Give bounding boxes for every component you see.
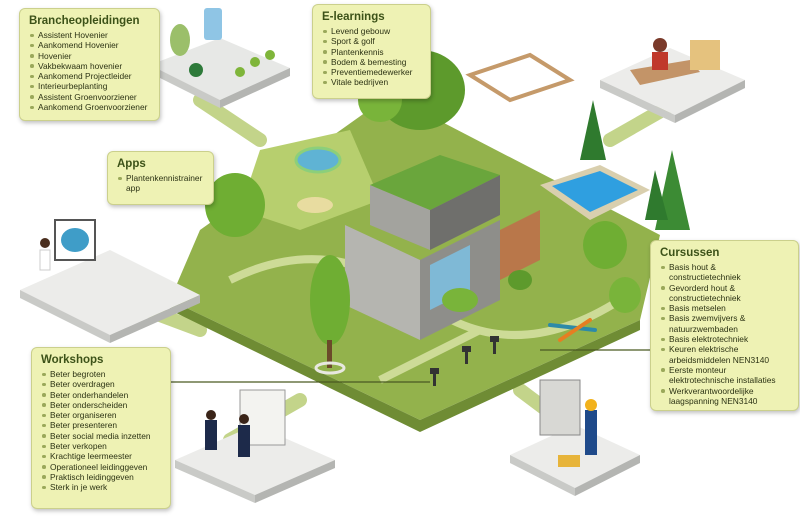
garden-lamps (430, 336, 499, 386)
list-item[interactable]: Basis metselen (660, 303, 790, 313)
list-item[interactable]: Assistent Groenvoorziener (29, 92, 151, 102)
list-item[interactable]: Preventiemedewerker (322, 67, 422, 77)
list-item[interactable]: Werkverantwoordelijke laagspanning NEN31… (660, 386, 790, 407)
list-item[interactable]: Aankomend Hovenier (29, 40, 151, 50)
list-item[interactable]: Beter social media inzetten (41, 431, 162, 441)
lawn (240, 130, 380, 230)
list-item[interactable]: Vakbekwaam hovenier (29, 61, 151, 71)
list-item[interactable]: Beter overdragen (41, 379, 162, 389)
list-item[interactable]: Sport & golf (322, 36, 422, 46)
workshops-title: Workshops (41, 354, 104, 366)
list-item[interactable]: Aankomend Projectleider (29, 71, 151, 81)
list-item[interactable]: Keuren elektrische arbeidsmiddelen NEN31… (660, 344, 790, 365)
list-item[interactable]: Krachtige leermeester (41, 451, 162, 461)
list-item[interactable]: Beter verkopen (41, 441, 162, 451)
cursussen-list: Basis hout & constructietechniek Gevorde… (660, 262, 790, 406)
apps-title: Apps (117, 158, 146, 170)
list-item[interactable]: Aankomend Groenvoorziener (29, 102, 151, 112)
list-item[interactable]: Praktisch leidinggeven (41, 472, 162, 482)
platform-presentation (20, 219, 200, 343)
list-item[interactable]: Basis hout & constructietechniek (660, 262, 790, 283)
cursussen-title: Cursussen (660, 247, 720, 259)
cursussen-panel: Cursussen Basis hout & constructietechni… (650, 240, 799, 411)
connector-lines (170, 349, 650, 383)
platform-planting (150, 8, 290, 108)
apps-list: Plantenkennistrainer app (117, 173, 205, 194)
list-item[interactable]: Basis zwemvijvers & natuurzwembaden (660, 313, 790, 334)
list-item[interactable]: Levend gebouw (322, 26, 422, 36)
platform-woodwork (600, 38, 745, 123)
pergola (465, 52, 575, 103)
list-item[interactable]: Plantenkennis (322, 47, 422, 57)
elearnings-list: Levend gebouw Sport & golf Plantenkennis… (322, 26, 422, 88)
brancheopleidingen-list: Assistent Hovenier Aankomend Hovenier Ho… (29, 30, 151, 112)
platform-workshop (175, 389, 335, 503)
list-item[interactable]: Eerste monteur elektrotechnische install… (660, 365, 790, 386)
elearnings-panel: E-learnings Levend gebouw Sport & golf P… (312, 4, 431, 99)
list-item[interactable]: Plantenkennistrainer app (117, 173, 205, 194)
elearnings-title: E-learnings (322, 11, 385, 23)
list-item[interactable]: Assistent Hovenier (29, 30, 151, 40)
pond (294, 146, 342, 174)
brancheopleidingen-title: Brancheopleidingen (29, 15, 140, 27)
brancheopleidingen-panel: Brancheopleidingen Assistent Hovenier Aa… (19, 8, 160, 121)
list-item[interactable]: Beter onderscheiden (41, 400, 162, 410)
pliers-and-screwdriver (548, 318, 597, 342)
list-item[interactable]: Vitale bedrijven (322, 77, 422, 87)
sand-bunker (297, 197, 333, 213)
list-item[interactable]: Interieurbeplanting (29, 81, 151, 91)
list-item[interactable]: Gevorderd hout & constructietechniek (660, 283, 790, 304)
list-item[interactable]: Hovenier (29, 51, 151, 61)
list-item[interactable]: Beter begroten (41, 369, 162, 379)
list-item[interactable]: Beter organiseren (41, 410, 162, 420)
list-item[interactable]: Basis elektrotechniek (660, 334, 790, 344)
pool-water (552, 171, 638, 212)
list-item[interactable]: Beter presenteren (41, 420, 162, 430)
apps-panel: Apps Plantenkennistrainer app (107, 151, 214, 205)
workshops-list: Beter begroten Beter overdragen Beter on… (41, 369, 162, 493)
workshops-panel: Workshops Beter begroten Beter overdrage… (31, 347, 171, 509)
list-item[interactable]: Beter onderhandelen (41, 390, 162, 400)
list-item[interactable]: Operationeel leidinggeven (41, 462, 162, 472)
platform-electrical (510, 379, 640, 496)
list-item[interactable]: Sterk in je werk (41, 482, 162, 492)
list-item[interactable]: Bodem & bemesting (322, 57, 422, 67)
ground-edge (170, 300, 640, 432)
